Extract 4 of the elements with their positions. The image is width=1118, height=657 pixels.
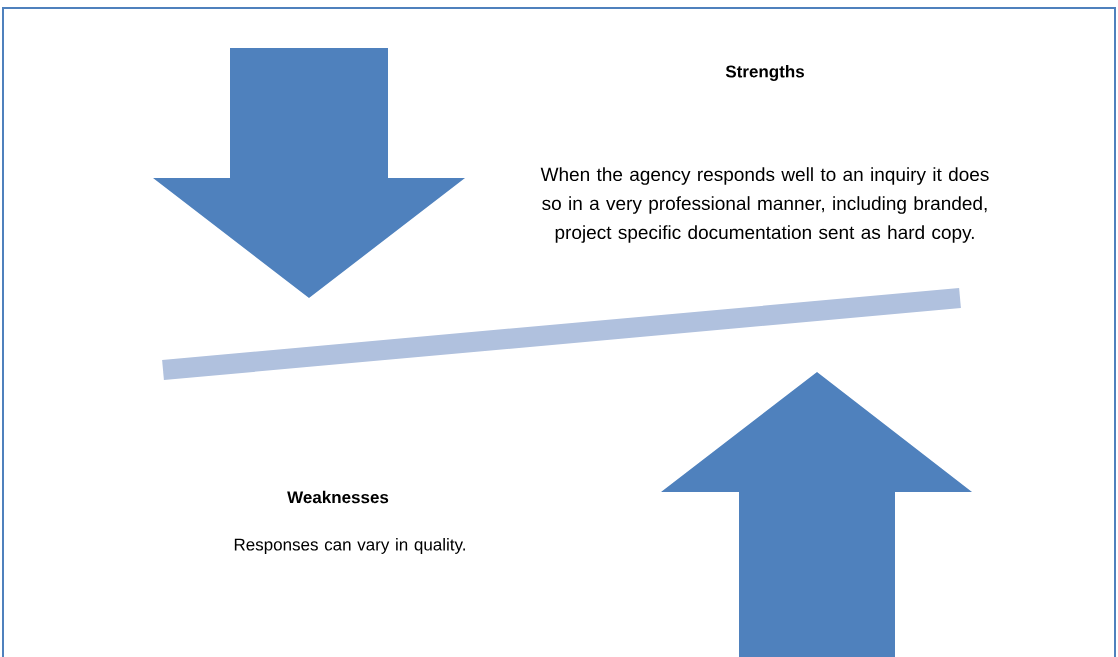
heading: Strengths [725,65,804,81]
description-text: When the agency responds well to an inquiry it does so in a very professional manner, including branded, project specific documentation sent as hard copy. [540,167,989,243]
heading: Weaknesses [287,490,389,504]
description-text: Responses can vary in quality. [234,538,465,554]
